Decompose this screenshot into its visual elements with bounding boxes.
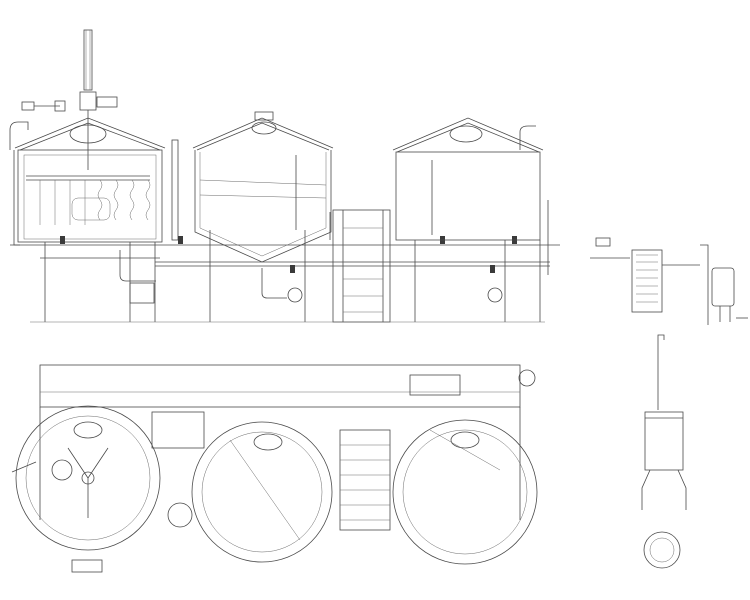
- whirlpool-plan: [392, 419, 538, 565]
- mash-tun-plan: [11, 405, 161, 573]
- heat-exchanger-detail: [590, 237, 748, 325]
- pipework: [10, 139, 560, 303]
- kettle-tank: [192, 111, 334, 322]
- whirlpool-tank: [392, 117, 549, 322]
- plan-view: [11, 364, 538, 573]
- front-elevation: [9, 29, 560, 323]
- agitator-drive: [21, 29, 118, 170]
- kettle-plan: [191, 421, 333, 563]
- mash-tun-tank: [9, 117, 166, 322]
- vessel-detail: [641, 334, 687, 569]
- stairs-plan: [339, 429, 391, 531]
- heat-exchanger-plan: [409, 374, 461, 396]
- heating-coils: [39, 179, 151, 225]
